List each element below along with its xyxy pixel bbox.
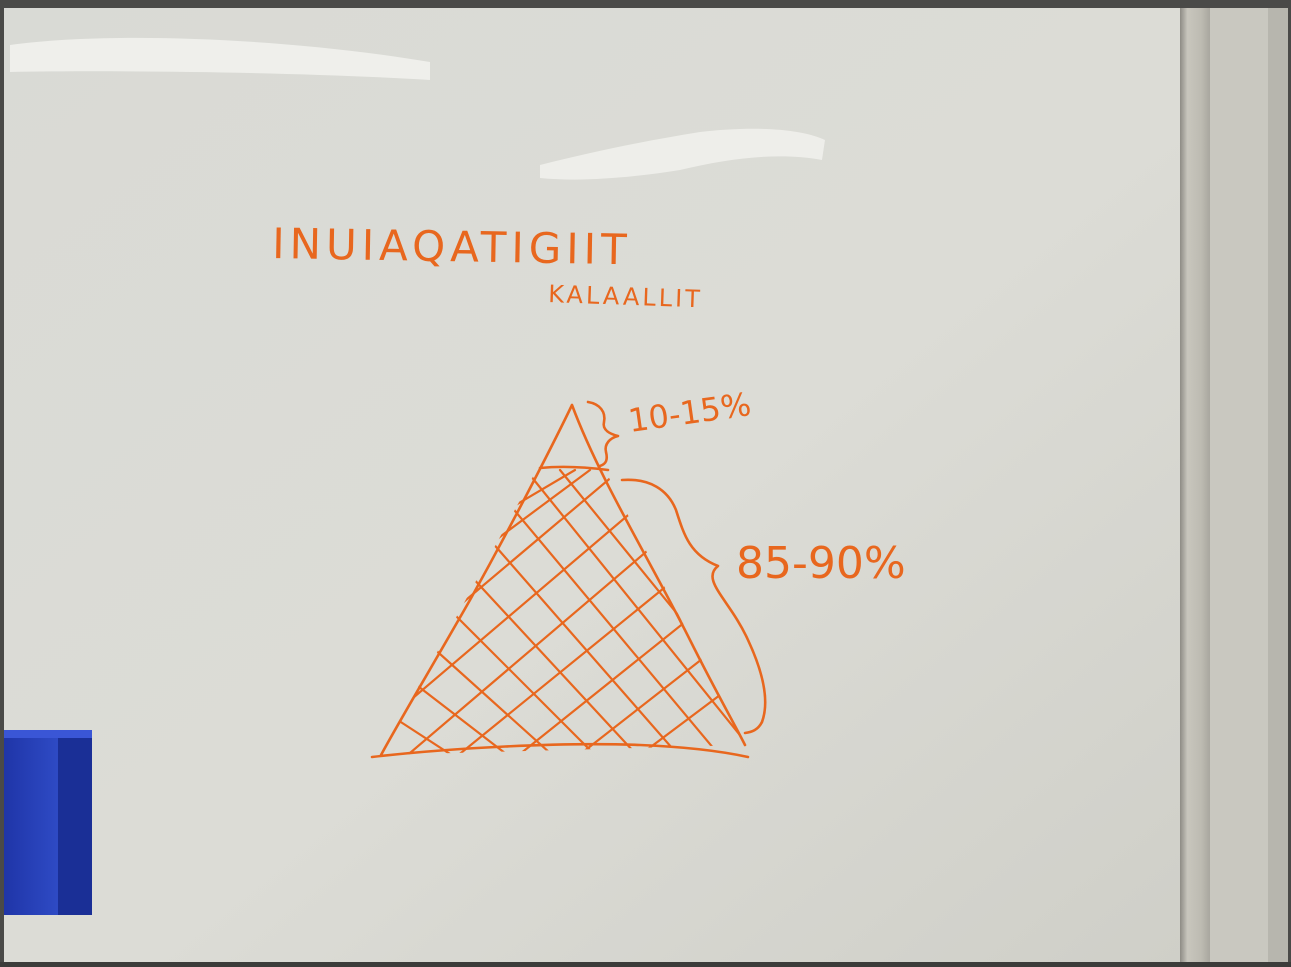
subheading-text: KALAALLIT xyxy=(548,280,704,313)
whiteboard-surface xyxy=(4,8,1184,963)
whiteboard-frame xyxy=(1180,8,1210,963)
top-segment-brace xyxy=(586,400,620,468)
wall-edge xyxy=(1268,8,1288,963)
bottom-segment-brace xyxy=(620,478,767,735)
bottom-segment-label: 85-90% xyxy=(736,538,906,589)
photo-border xyxy=(0,962,1291,967)
pyramid-diagram xyxy=(370,403,750,759)
heading-text: INUIAQATIGIIT xyxy=(272,219,632,274)
pyramid-divider xyxy=(538,465,610,472)
glare-reflection xyxy=(540,128,825,180)
pyramid-hatching xyxy=(381,468,745,755)
wall xyxy=(1210,8,1270,963)
magnet xyxy=(4,730,92,915)
glare-reflection xyxy=(10,37,430,80)
